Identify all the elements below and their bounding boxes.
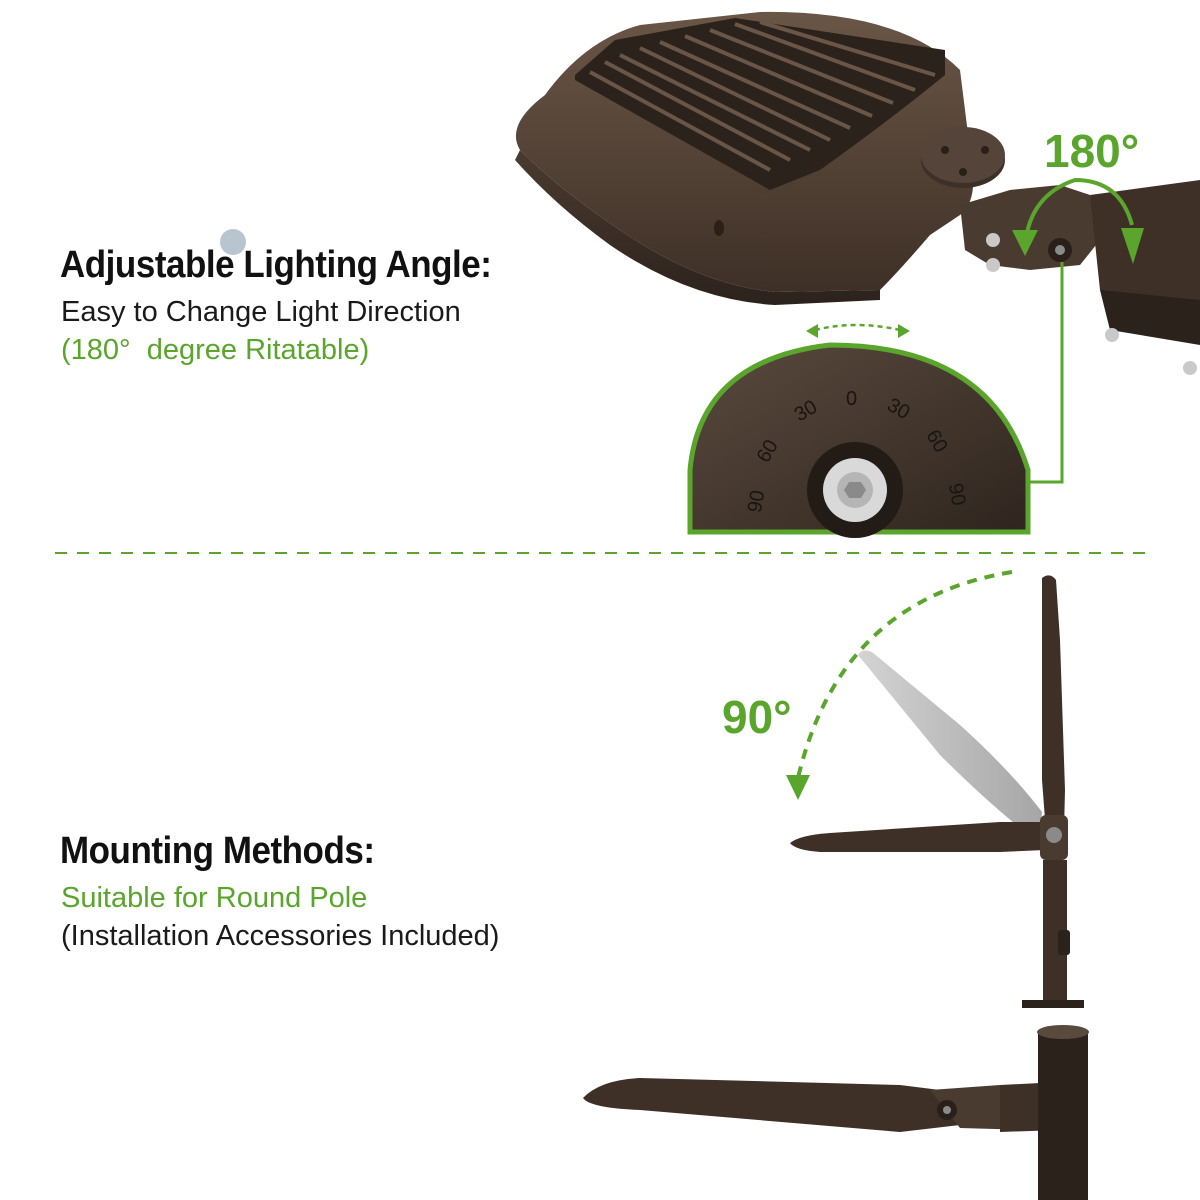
- text-easy-change-direction: Easy to Change Light Direction: [61, 296, 461, 328]
- dial-direction-arrow: [806, 323, 910, 338]
- heading-mounting-methods: Mounting Methods:: [60, 830, 375, 872]
- angle-label-180: 180°: [1044, 125, 1140, 177]
- angle-label-90: 90°: [722, 691, 792, 743]
- dial-mark: 0: [846, 388, 858, 410]
- dial-mark: 90: [743, 488, 770, 515]
- text-180-rotatable: (180° degree Ritatable): [61, 334, 370, 366]
- shoebox-fixture-top: [220, 11, 1200, 375]
- angle-dial-zoom: [687, 342, 1031, 538]
- rotation-arrows-180: [1023, 177, 1134, 246]
- heading-adjustable-lighting-angle: Adjustable Lighting Angle:: [60, 244, 492, 286]
- text-installation-accessories: (Installation Accessories Included): [61, 920, 500, 952]
- text-suitable-round-pole: Suitable for Round Pole: [61, 882, 368, 914]
- connector-line: [1030, 262, 1064, 484]
- mounting-illustration: [583, 570, 1089, 1200]
- dial-mark: 90: [943, 481, 970, 508]
